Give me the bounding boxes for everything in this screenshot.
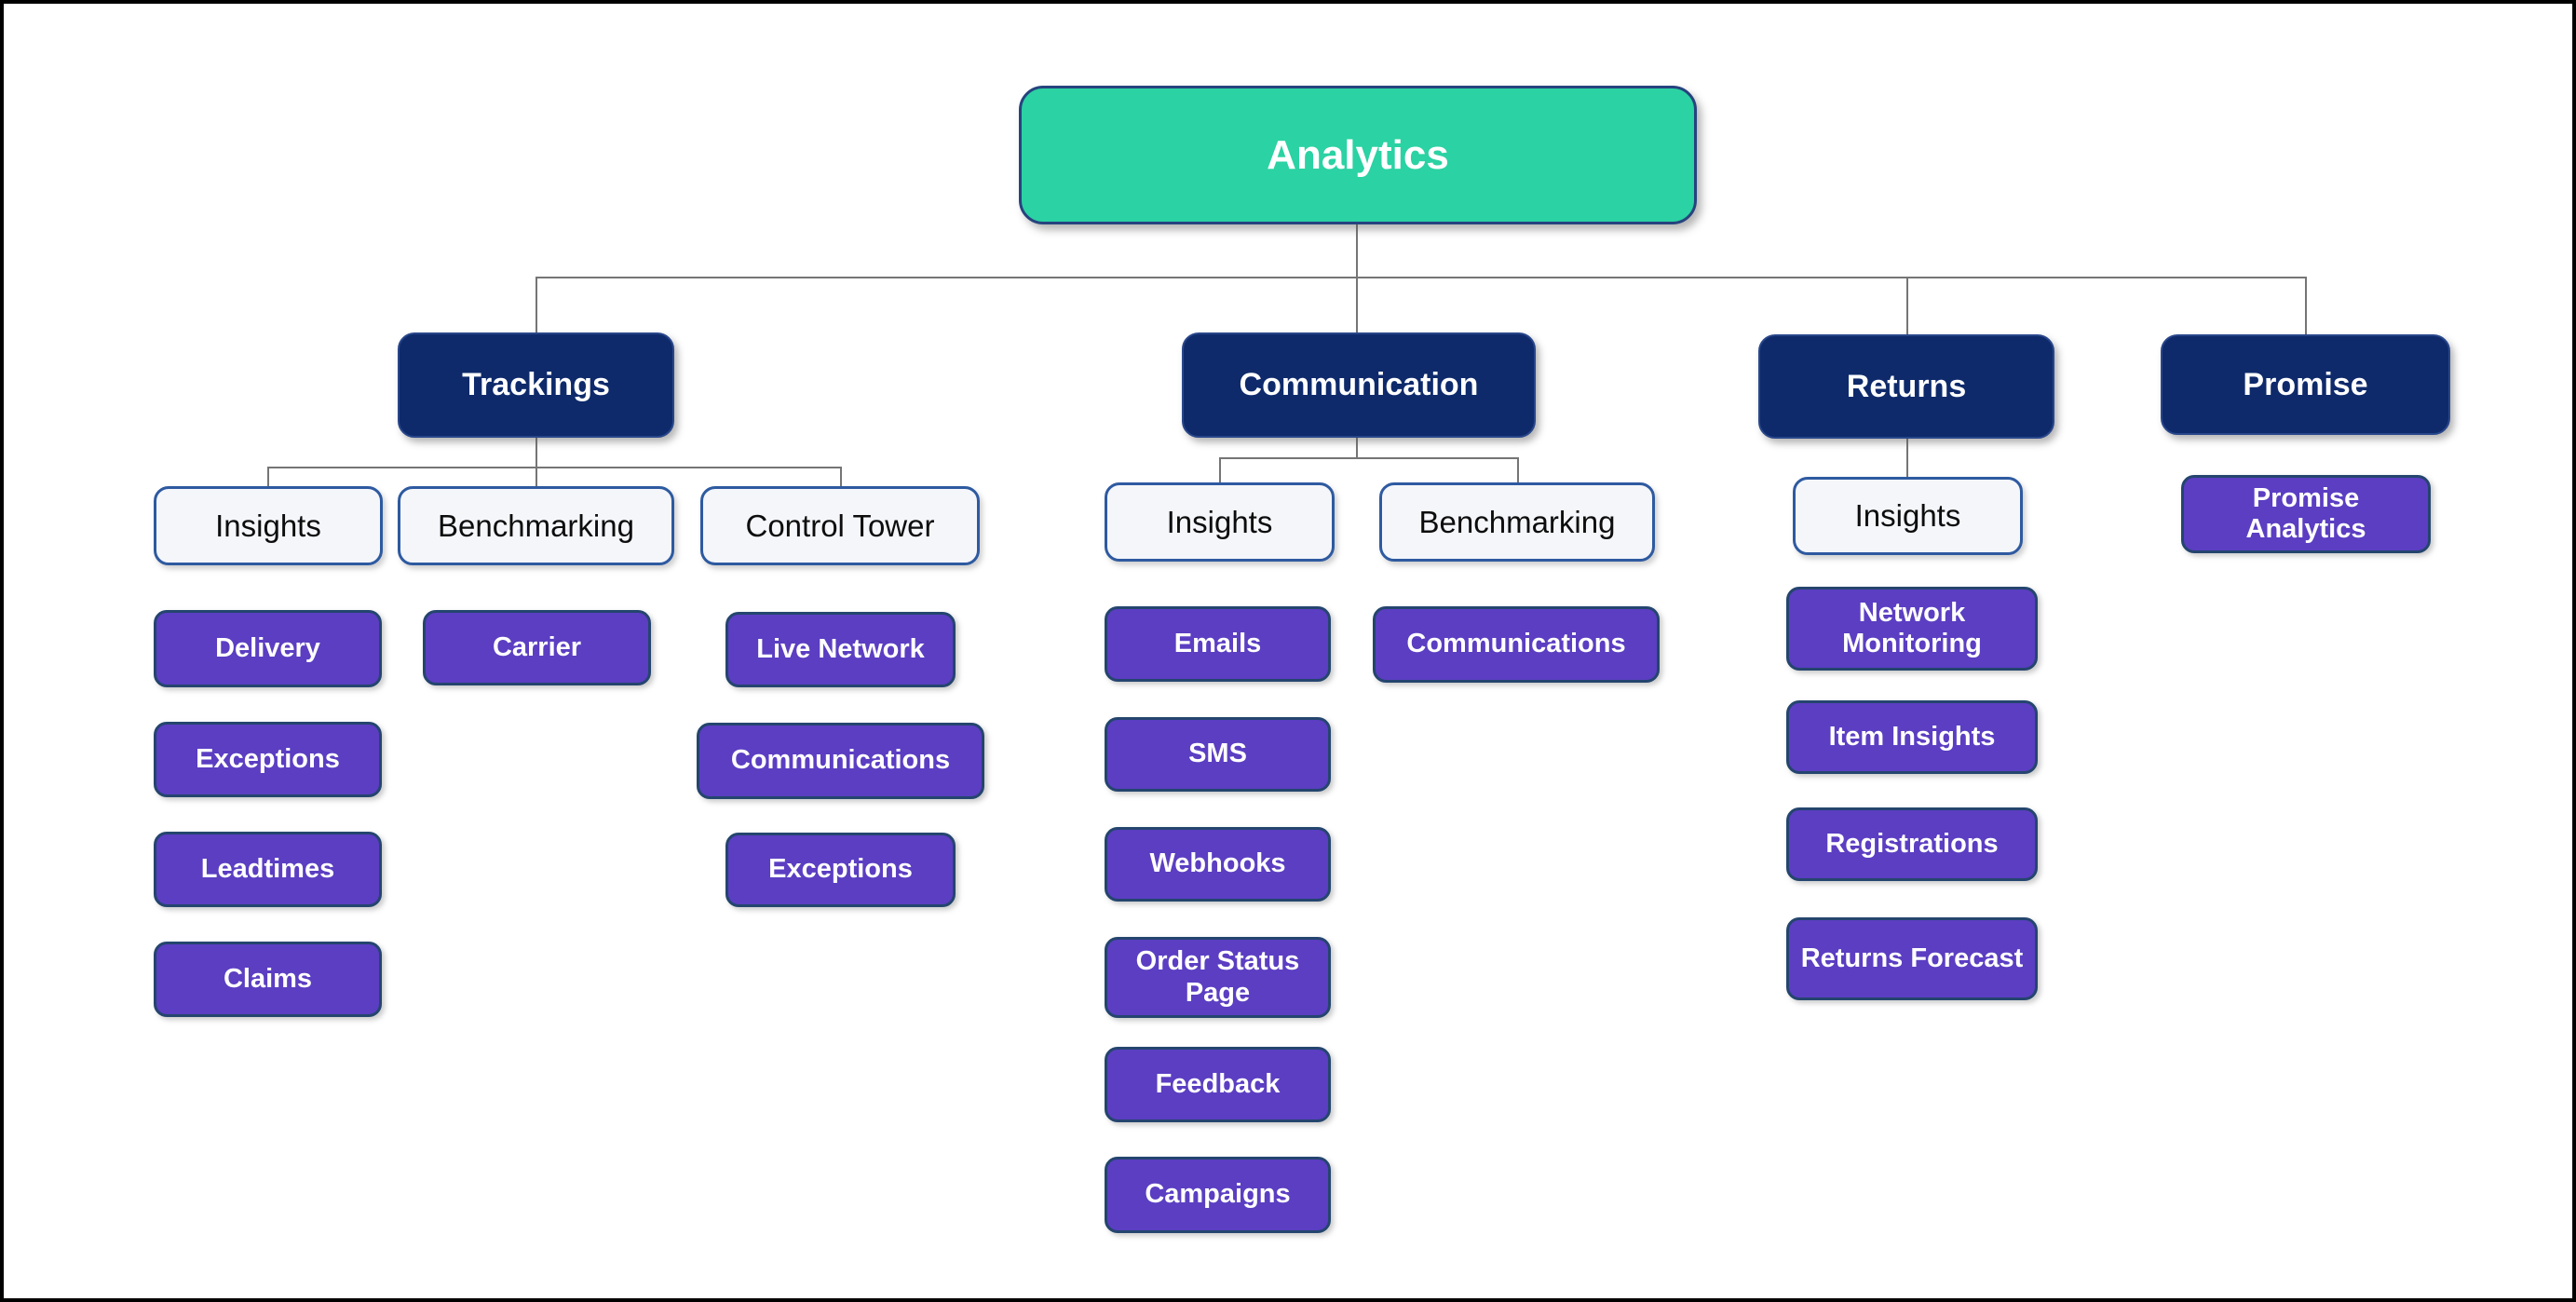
- connector-line: [1517, 457, 1519, 483]
- connector-line: [536, 277, 2306, 278]
- node-network-monitoring: Network Monitoring: [1786, 587, 2038, 671]
- node-delivery: Delivery: [154, 610, 382, 687]
- node-trackings: Trackings: [398, 332, 674, 438]
- connector-line: [536, 438, 537, 468]
- connector-line: [2305, 277, 2307, 335]
- connector-line: [1906, 439, 1908, 478]
- connector-line: [1906, 277, 1908, 335]
- node-promise-analytics: Promise Analytics: [2181, 475, 2431, 553]
- node-order-status-page: Order Status Page: [1105, 937, 1331, 1018]
- node-benchmarking-communications: Communications: [1373, 606, 1660, 683]
- connector-line: [267, 467, 269, 487]
- node-trackings-benchmarking: Benchmarking: [398, 486, 674, 565]
- connector-line: [1219, 457, 1221, 483]
- node-returns-forecast: Returns Forecast: [1786, 917, 2038, 1000]
- node-campaigns: Campaigns: [1105, 1157, 1331, 1233]
- connector-line: [267, 467, 841, 468]
- connector-line: [1356, 277, 1358, 333]
- node-trackings-insights: Insights: [154, 486, 383, 565]
- node-carrier: Carrier: [423, 610, 651, 685]
- node-emails: Emails: [1105, 606, 1331, 682]
- node-live-network: Live Network: [725, 612, 956, 687]
- node-webhooks: Webhooks: [1105, 827, 1331, 902]
- node-communication: Communication: [1182, 332, 1536, 438]
- connector-line: [1356, 224, 1358, 277]
- node-control-tower-exceptions: Exceptions: [725, 833, 956, 907]
- node-communication-benchmarking: Benchmarking: [1379, 482, 1655, 562]
- connector-line: [1356, 438, 1358, 458]
- node-control-tower-communications: Communications: [697, 723, 984, 799]
- node-registrations: Registrations: [1786, 807, 2038, 881]
- node-analytics: Analytics: [1019, 86, 1697, 224]
- node-returns-insights: Insights: [1793, 477, 2023, 555]
- node-item-insights: Item Insights: [1786, 700, 2038, 774]
- node-promise: Promise: [2161, 334, 2450, 435]
- node-control-tower: Control Tower: [700, 486, 980, 565]
- node-trackings-exceptions: Exceptions: [154, 722, 382, 797]
- node-feedback: Feedback: [1105, 1047, 1331, 1122]
- node-returns: Returns: [1758, 334, 2054, 439]
- connector-line: [840, 467, 842, 487]
- node-claims: Claims: [154, 942, 382, 1017]
- node-communication-insights: Insights: [1105, 482, 1335, 562]
- connector-line: [536, 277, 537, 333]
- connector-line: [1219, 457, 1518, 459]
- node-leadtimes: Leadtimes: [154, 832, 382, 907]
- node-sms: SMS: [1105, 717, 1331, 792]
- connector-line: [536, 467, 537, 487]
